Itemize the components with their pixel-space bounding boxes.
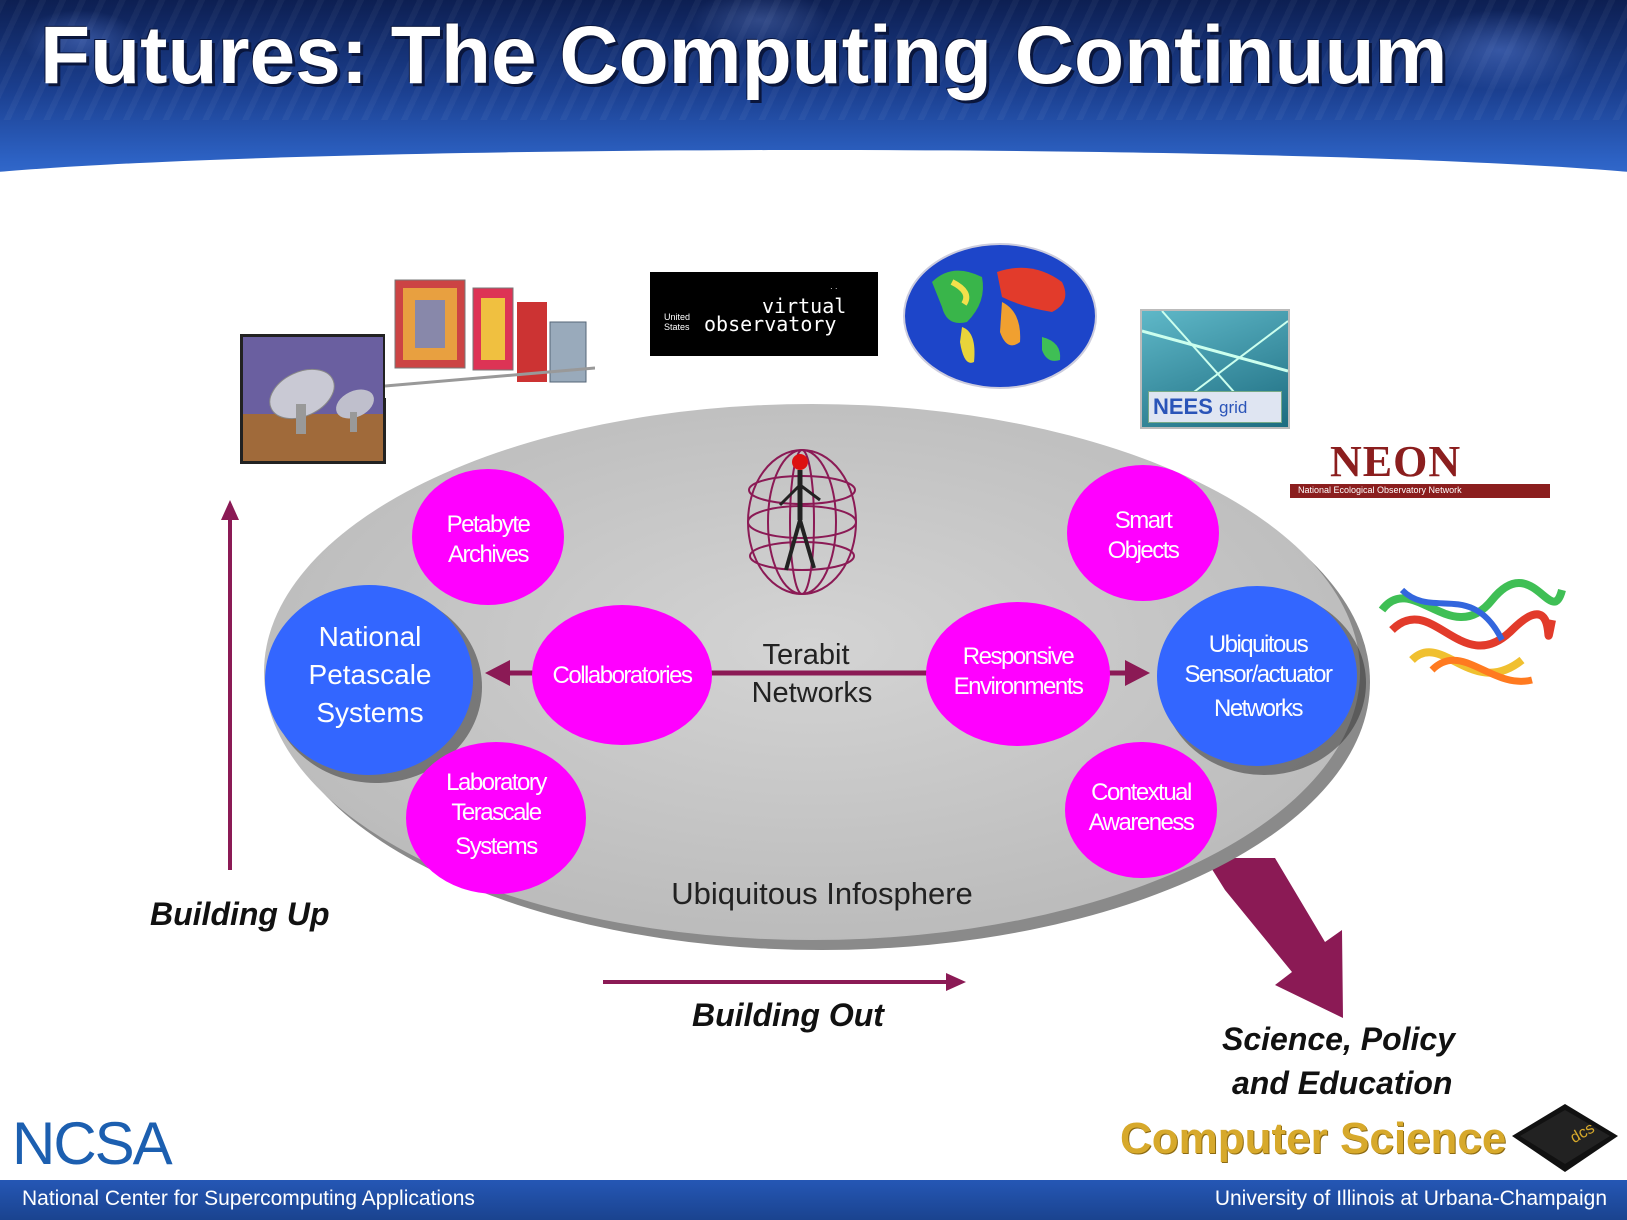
node-contextual-awareness: Contextual Awareness <box>1065 742 1217 878</box>
neon-text: NEON <box>1330 437 1462 486</box>
contextual-awareness-line-1: Contextual <box>1091 779 1191 806</box>
building-out-arrow-head <box>946 973 966 991</box>
virtual-observatory-logo: United States virtual observatory · · <box>650 272 878 356</box>
terabit-networks-line-2: Networks <box>752 677 873 709</box>
neon-logo: NEON National Ecological Observatory Net… <box>1282 436 1554 506</box>
computer-science-logo: Computer Science <box>1120 1114 1507 1163</box>
terabit-arrow-right-head <box>1125 660 1150 686</box>
terabit-arrow-left-head <box>485 660 510 686</box>
footer-right-text: University of Illinois at Urbana-Champai… <box>1214 1187 1607 1210</box>
header-banner <box>0 0 1627 200</box>
cs-diamond-icon: dcs <box>1512 1104 1618 1172</box>
telescope-dish-image <box>240 334 386 464</box>
science-policy-line-1: Science, Policy <box>1222 1021 1457 1057</box>
building-out-label: Building Out <box>692 997 885 1033</box>
terabit-networks-line-1: Terabit <box>762 639 849 671</box>
national-petascale-line-2: Petascale <box>309 659 432 690</box>
neesgrid-grid-text: grid <box>1219 398 1248 417</box>
national-petascale-line-3: Systems <box>316 697 423 728</box>
petabyte-archives-line-1: Petabyte <box>447 511 531 538</box>
particle-detector-image <box>385 268 595 398</box>
responsive-environments-line-2: Environments <box>954 673 1084 700</box>
building-up-label: Building Up <box>150 896 330 932</box>
vo-observatory-text: observatory <box>704 312 837 336</box>
slide-title: Futures: The Computing Continuum <box>40 10 1448 101</box>
laboratory-terascale-line-3: Systems <box>455 833 538 860</box>
protein-ribbon-image <box>1378 579 1566 685</box>
neon-subtitle: National Ecological Observatory Network <box>1298 485 1462 495</box>
world-map-image <box>903 243 1097 389</box>
node-laboratory-terascale: Laboratory Terascale Systems <box>406 742 586 894</box>
vo-small-text: United States <box>664 312 691 332</box>
science-policy-arrow <box>1205 858 1343 1018</box>
footer-left-text: National Center for Supercomputing Appli… <box>22 1187 475 1210</box>
laboratory-terascale-line-2: Terascale <box>451 799 541 826</box>
glass-structure-lines <box>1142 311 1288 402</box>
neon-bar: National Ecological Observatory Network <box>1290 484 1550 498</box>
contextual-awareness-line-2: Awareness <box>1089 809 1195 836</box>
neesgrid-nees-text: NEES <box>1153 394 1213 419</box>
ubiquitous-sensor-line-3: Networks <box>1214 695 1304 722</box>
ubiquitous-infosphere-label: Ubiquitous Infosphere <box>671 876 973 911</box>
ubiquitous-sensor-line-2: Sensor/actuator <box>1185 661 1333 688</box>
header-curve <box>0 150 1627 200</box>
smart-objects-line-1: Smart <box>1115 507 1173 534</box>
node-petabyte-archives: Petabyte Archives <box>412 469 564 605</box>
node-ubiquitous-sensor: Ubiquitous Sensor/actuator Networks <box>1157 586 1366 775</box>
smart-objects-line-2: Objects <box>1108 537 1180 564</box>
vo-virtual-text: virtual <box>762 294 847 318</box>
neesgrid-label-box: NEES grid <box>1148 391 1282 423</box>
node-collaboratories: Collaboratories <box>532 605 712 745</box>
node-smart-objects: Smart Objects <box>1067 465 1219 601</box>
science-policy-line-2: and Education <box>1232 1065 1452 1101</box>
collaboratories-label: Collaboratories <box>553 662 693 689</box>
laboratory-terascale-line-1: Laboratory <box>446 769 547 796</box>
node-responsive-environments: Responsive Environments <box>926 602 1110 746</box>
ubiquitous-sensor-line-1: Ubiquitous <box>1209 631 1309 658</box>
header-texture <box>0 0 1627 120</box>
neesgrid-logo: NEES grid <box>1140 309 1290 429</box>
petabyte-archives-line-2: Archives <box>448 541 530 568</box>
ncsa-logo: NCSA <box>12 1110 173 1177</box>
footer-bar <box>0 1180 1627 1220</box>
national-petascale-line-1: National <box>319 621 422 652</box>
building-up-arrow-head <box>221 500 239 520</box>
node-national-petascale: National Petascale Systems <box>265 585 482 783</box>
wireframe-human-icon <box>747 449 857 595</box>
responsive-environments-line-1: Responsive <box>963 643 1075 670</box>
star-dots: · · <box>830 284 838 293</box>
